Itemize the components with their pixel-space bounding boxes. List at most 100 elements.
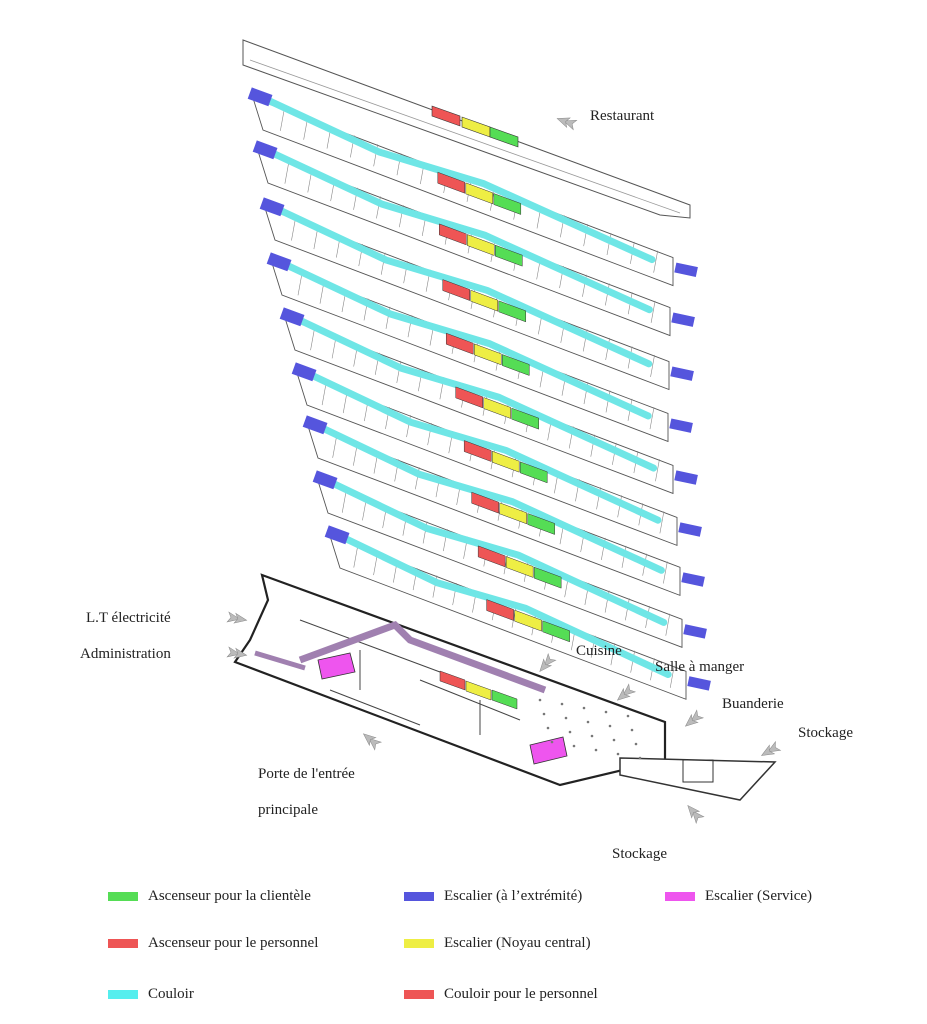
service-stair [529,736,568,765]
label-stockage-right: Stockage [798,725,853,741]
end-stair-left [312,470,338,490]
dining-table [572,744,576,748]
annex-outline [619,757,777,801]
arrow-chevron [684,713,699,727]
client-elevator [489,126,519,148]
service-stair [317,652,356,680]
arrow-chevron [690,709,705,723]
label-buanderie: Buanderie [722,696,784,712]
label-porte-entree-line2: principale [258,802,318,818]
end-stair-right [670,366,694,381]
staff-elevator [486,599,514,621]
dining-table [546,726,550,730]
legend-label: Escalier (à l’extrémité) [444,887,583,904]
arrow-chevron [556,117,571,129]
room-partition [650,300,656,323]
client-elevator [527,513,555,535]
legend-swatch [404,938,434,948]
staff-elevator [455,386,483,409]
staff-elevator [463,440,492,462]
legend-item-stair-service: Escalier (Service) [665,885,812,907]
floor-level [259,197,694,391]
corridor [260,145,653,314]
arrow-buanderie [684,709,705,727]
arrow-stockage-bottom [687,804,705,825]
core-stair [467,234,495,256]
staff-elevator [477,545,506,568]
floor-level [247,87,698,287]
floor-level [279,307,698,495]
legend-item-stair-core: Escalier (Noyau central) [404,932,591,954]
legend-swatch [108,938,138,948]
arrow-chevron [543,652,557,667]
arrow-salle-a-manger [616,683,637,701]
restaurant-slab [242,39,691,219]
label-salle-a-manger: Salle à manger [655,659,744,675]
end-stair-left [252,140,278,160]
client-elevator [498,300,527,323]
client-elevator [495,244,523,267]
label-restaurant: Restaurant [590,108,655,124]
end-stair-left [291,362,317,382]
legend: Ascenseur pour la clientèle Escalier (à … [0,875,927,1024]
staff-elevator [471,491,499,514]
staff-corridor [298,620,547,694]
floor-level [324,525,711,700]
legend-swatch [404,891,434,901]
core-stair [514,609,542,632]
room-partition [297,273,303,296]
corridor [320,475,668,626]
arrow-chevron [616,687,631,701]
core-stair [473,343,502,366]
arrow-chevron [563,120,578,131]
room-partition [511,605,517,628]
label-stockage-bottom: Stockage [612,846,667,862]
dining-table [582,706,586,710]
ground-wall [299,619,441,673]
arrow-chevron [233,647,248,659]
room-partition [659,511,665,534]
arrow-administration [226,646,248,659]
label-cuisine: Cuisine [576,643,622,659]
arrow-chevron [687,804,701,819]
label-lt-electricite: L.T électricité [86,610,171,626]
legend-swatch [108,891,138,901]
end-stair-right [674,262,698,277]
arrow-chevron [760,744,776,756]
end-stair-right [674,470,698,485]
room-partition [284,161,290,184]
dining-table [560,702,564,706]
arrow-chevron [539,658,553,673]
core-stair [465,182,494,205]
legend-swatch [665,891,695,901]
floor-level [252,140,695,337]
exploded-floor-plan-diagram: Restaurant L.T électricité Administratio… [80,39,853,862]
arrow-restaurant [556,117,578,131]
ground-wall [329,689,421,726]
legend-item-staff-corridor: Couloir pour le personnel [404,983,598,1005]
legend-swatch [108,989,138,999]
dining-table [586,720,590,724]
client-elevator [519,461,548,484]
end-stair-right [687,676,711,691]
staff-corridor [254,650,306,671]
arrow-stockage-right [760,740,782,756]
room-partition [653,250,658,273]
client-elevator [511,407,539,430]
end-stair-right [683,624,707,639]
arrow-lt-electricite [226,611,248,624]
dining-table [616,752,620,756]
corridor [255,92,656,264]
arrow-porte-entree [362,733,383,751]
dining-table [550,740,554,744]
dining-table [608,724,612,728]
client-elevator [491,689,518,710]
arrow-chevron [233,612,248,624]
core-stair [465,680,492,701]
dining-table [542,712,546,716]
corridor [267,202,653,368]
end-stair-left [259,197,285,217]
legend-label: Ascenseur pour la clientèle [148,887,311,904]
arrow-chevron [767,740,782,753]
room-partition [280,108,285,131]
